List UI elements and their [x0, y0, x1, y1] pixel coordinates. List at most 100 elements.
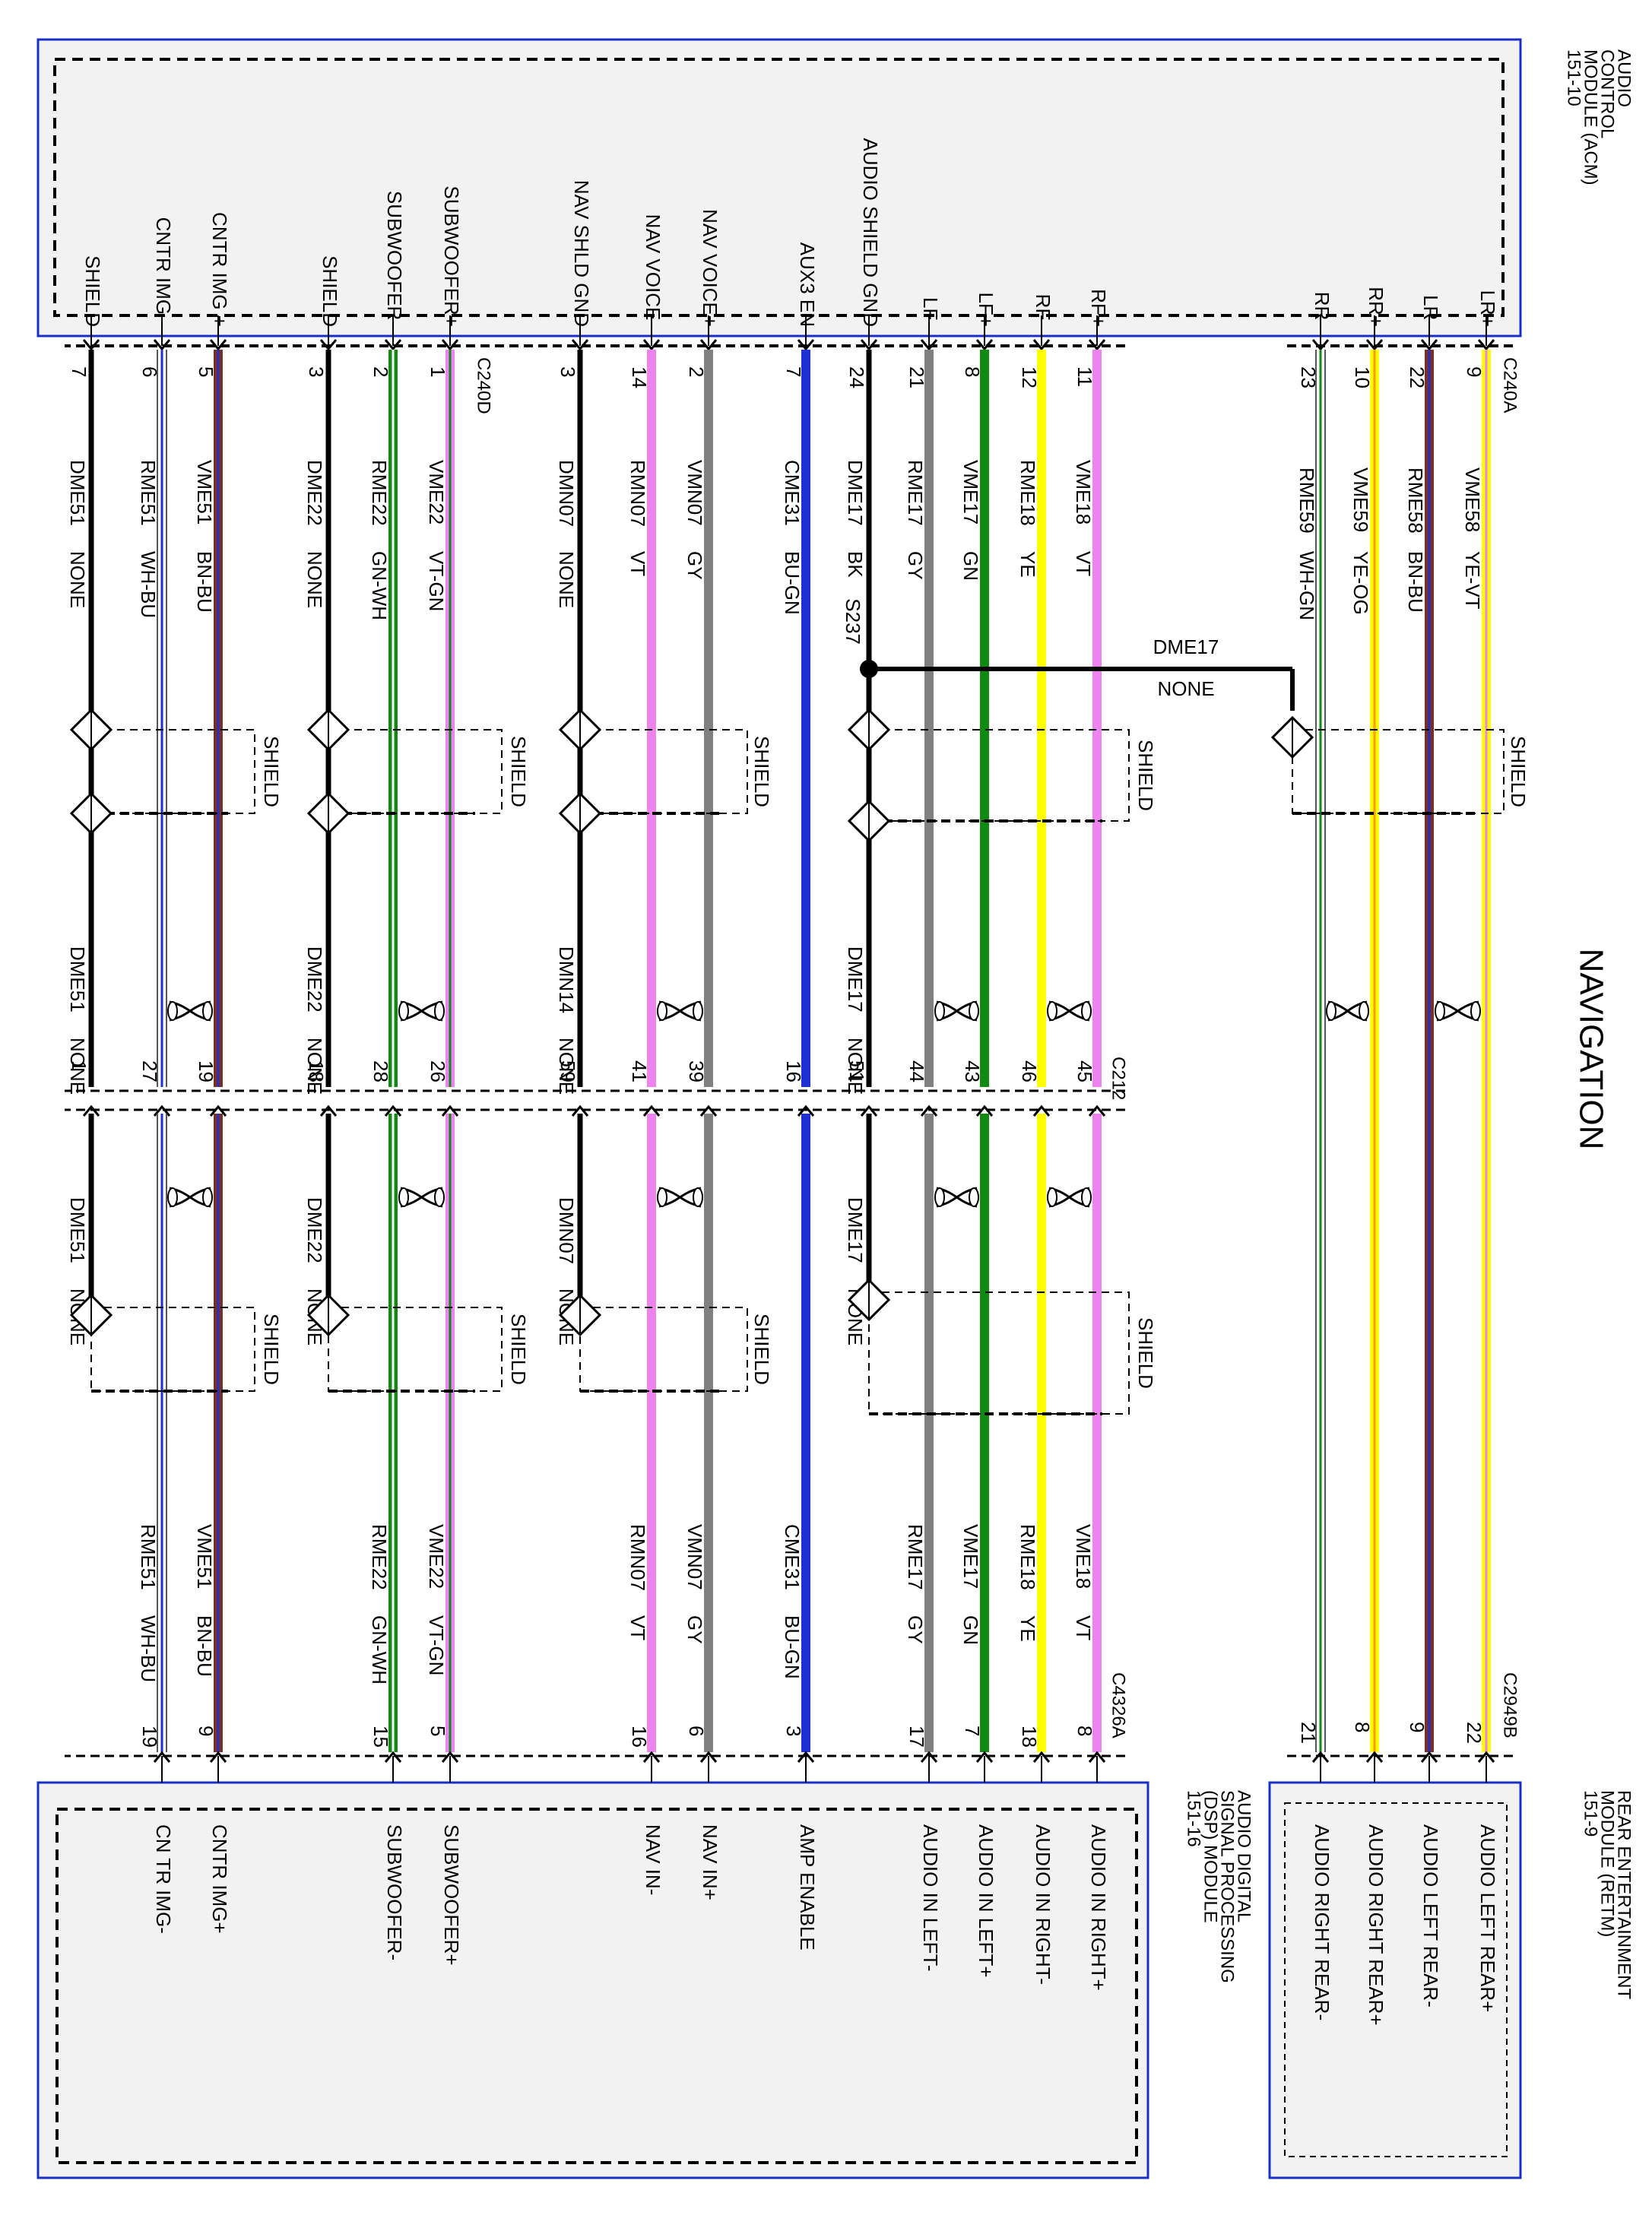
- color-label: WH-BU: [137, 1615, 160, 1682]
- pin-number: 3: [305, 366, 328, 377]
- pin-number: 19: [195, 1060, 217, 1082]
- connector-arrow: [920, 339, 938, 351]
- connector-arrow: [441, 1751, 459, 1763]
- far-pin-label: AUDIO LEFT REAR+: [1476, 1824, 1499, 2012]
- pin-number: 1: [68, 1060, 90, 1071]
- twist-end: [934, 1187, 945, 1207]
- twist-end: [1470, 1001, 1481, 1021]
- connector-arrow: [1365, 1751, 1384, 1763]
- circuit-label: DME51: [66, 1197, 89, 1263]
- circuit-label: DMN07: [555, 1197, 578, 1264]
- circuit-label: VME22: [425, 460, 448, 525]
- pin-number: 28: [369, 1060, 392, 1082]
- shield-label: SHIELD: [1134, 1317, 1157, 1389]
- circuit-label: RME51: [137, 1524, 160, 1590]
- color-label: VT-GN: [425, 551, 448, 611]
- pin-number: 8: [961, 366, 984, 377]
- dsp-module-name: SIGNAL PROCESSING: [1217, 1790, 1238, 1983]
- connector-arrow: [699, 339, 718, 351]
- connector-arrow: [1032, 1104, 1051, 1117]
- twisted-pair-front-1: [934, 1000, 979, 1022]
- pin-number: 9: [1463, 366, 1486, 377]
- shield-label: SHIELD: [260, 1314, 283, 1385]
- connector-arrow: [153, 1751, 171, 1763]
- color-label: BK: [844, 551, 867, 578]
- color-label: NONE: [66, 1038, 89, 1095]
- connector-arrow: [1311, 1751, 1330, 1763]
- connector-arrow: [860, 339, 878, 351]
- connector-label-c4326a: C4326A: [1108, 1672, 1129, 1738]
- far-pin-label: CN TR IMG-: [152, 1824, 175, 1934]
- pin-number: 18: [1018, 1726, 1041, 1748]
- far-pin-label: SUBWOOFER-: [383, 1824, 406, 1960]
- color-label: GN-WH: [368, 551, 391, 620]
- acm-pin-label: RF+: [1087, 289, 1110, 327]
- circuit-label: RME17: [904, 1524, 927, 1590]
- color-label: WH-BU: [137, 551, 160, 618]
- pin-number: 8: [1351, 1722, 1374, 1732]
- twisted-pair-rear-left: [1435, 1000, 1481, 1022]
- shield-label: SHIELD: [1507, 736, 1530, 807]
- circuit-label: DME22: [303, 460, 326, 526]
- circuit-label: DME17: [844, 946, 867, 1013]
- acm-pin-label: CNTR IMG +: [208, 212, 231, 327]
- color-label: YE-VT: [1461, 551, 1484, 610]
- far-pin-label: CNTR IMG+: [208, 1824, 231, 1934]
- connector-arrow: [975, 1104, 994, 1117]
- connector-arrow: [384, 1104, 402, 1117]
- circuit-label: RMN07: [626, 1524, 649, 1591]
- connector-arrow: [642, 339, 661, 351]
- pin-number: 44: [905, 1060, 928, 1082]
- acm-pin-label: LR+: [1476, 290, 1499, 327]
- connector-arrow: [1032, 1751, 1051, 1763]
- circuit-label: RMN07: [626, 460, 649, 527]
- circuit-label: CME31: [781, 1524, 804, 1590]
- circuit-label: VME51: [193, 1524, 216, 1589]
- color-label: VT: [1072, 1615, 1095, 1640]
- circuit-label: VME18: [1072, 460, 1095, 525]
- acm-module-name: CONTROL: [1597, 49, 1618, 138]
- acm-pin-label: NAV SHLD GND: [570, 180, 593, 327]
- connector-arrow: [82, 339, 100, 351]
- pin-number: 7: [68, 366, 90, 377]
- retm-module-name: MODULE (RETM): [1597, 1790, 1618, 1937]
- connector-arrow: [797, 339, 815, 351]
- connector-arrow: [82, 1104, 100, 1117]
- circuit-label: VME18: [1072, 1524, 1095, 1589]
- connector-arrow: [860, 1104, 878, 1117]
- shield-outline: [328, 1307, 503, 1392]
- connector-arrow: [1032, 339, 1051, 351]
- color-label: NONE: [66, 551, 89, 608]
- twisted-pair-mid-3: [398, 1187, 445, 1208]
- connector-arrow: [571, 339, 589, 351]
- twist-end: [167, 1187, 178, 1207]
- connector-arrow: [1088, 339, 1106, 351]
- twisted-pair-mid-0: [1047, 1187, 1092, 1208]
- far-pin-label: SUBWOOFER+: [440, 1824, 463, 1966]
- shield-label: SHIELD: [750, 1314, 773, 1385]
- connector-arrow: [1311, 339, 1330, 351]
- color-label: BN-BU: [193, 551, 216, 613]
- color-label: GY: [904, 1615, 927, 1644]
- pin-number: 3: [782, 1726, 805, 1736]
- connector-arrow: [920, 1104, 938, 1117]
- shield-outline: [90, 729, 255, 814]
- connector-arrow: [209, 1104, 227, 1117]
- pin-number: 9: [1406, 1722, 1428, 1732]
- pin-number: 6: [685, 1726, 708, 1736]
- connector-arrow: [319, 339, 338, 351]
- pin-number: 51: [845, 1060, 868, 1082]
- acm-pin-label: SHIELD: [81, 255, 104, 327]
- connector-arrow: [209, 339, 227, 351]
- color-label: VT: [1072, 551, 1095, 576]
- pin-number: 16: [628, 1726, 651, 1748]
- circuit-label: VMN07: [683, 1524, 706, 1590]
- circuit-label: VME22: [425, 1524, 448, 1589]
- acm-pin-label: LR-: [1419, 295, 1442, 327]
- jumper-color-label: NONE: [1157, 677, 1214, 700]
- circuit-label: RME22: [368, 460, 391, 526]
- shield-outline: [328, 729, 503, 814]
- twist-end: [202, 1001, 213, 1021]
- circuit-label: VME51: [193, 460, 216, 525]
